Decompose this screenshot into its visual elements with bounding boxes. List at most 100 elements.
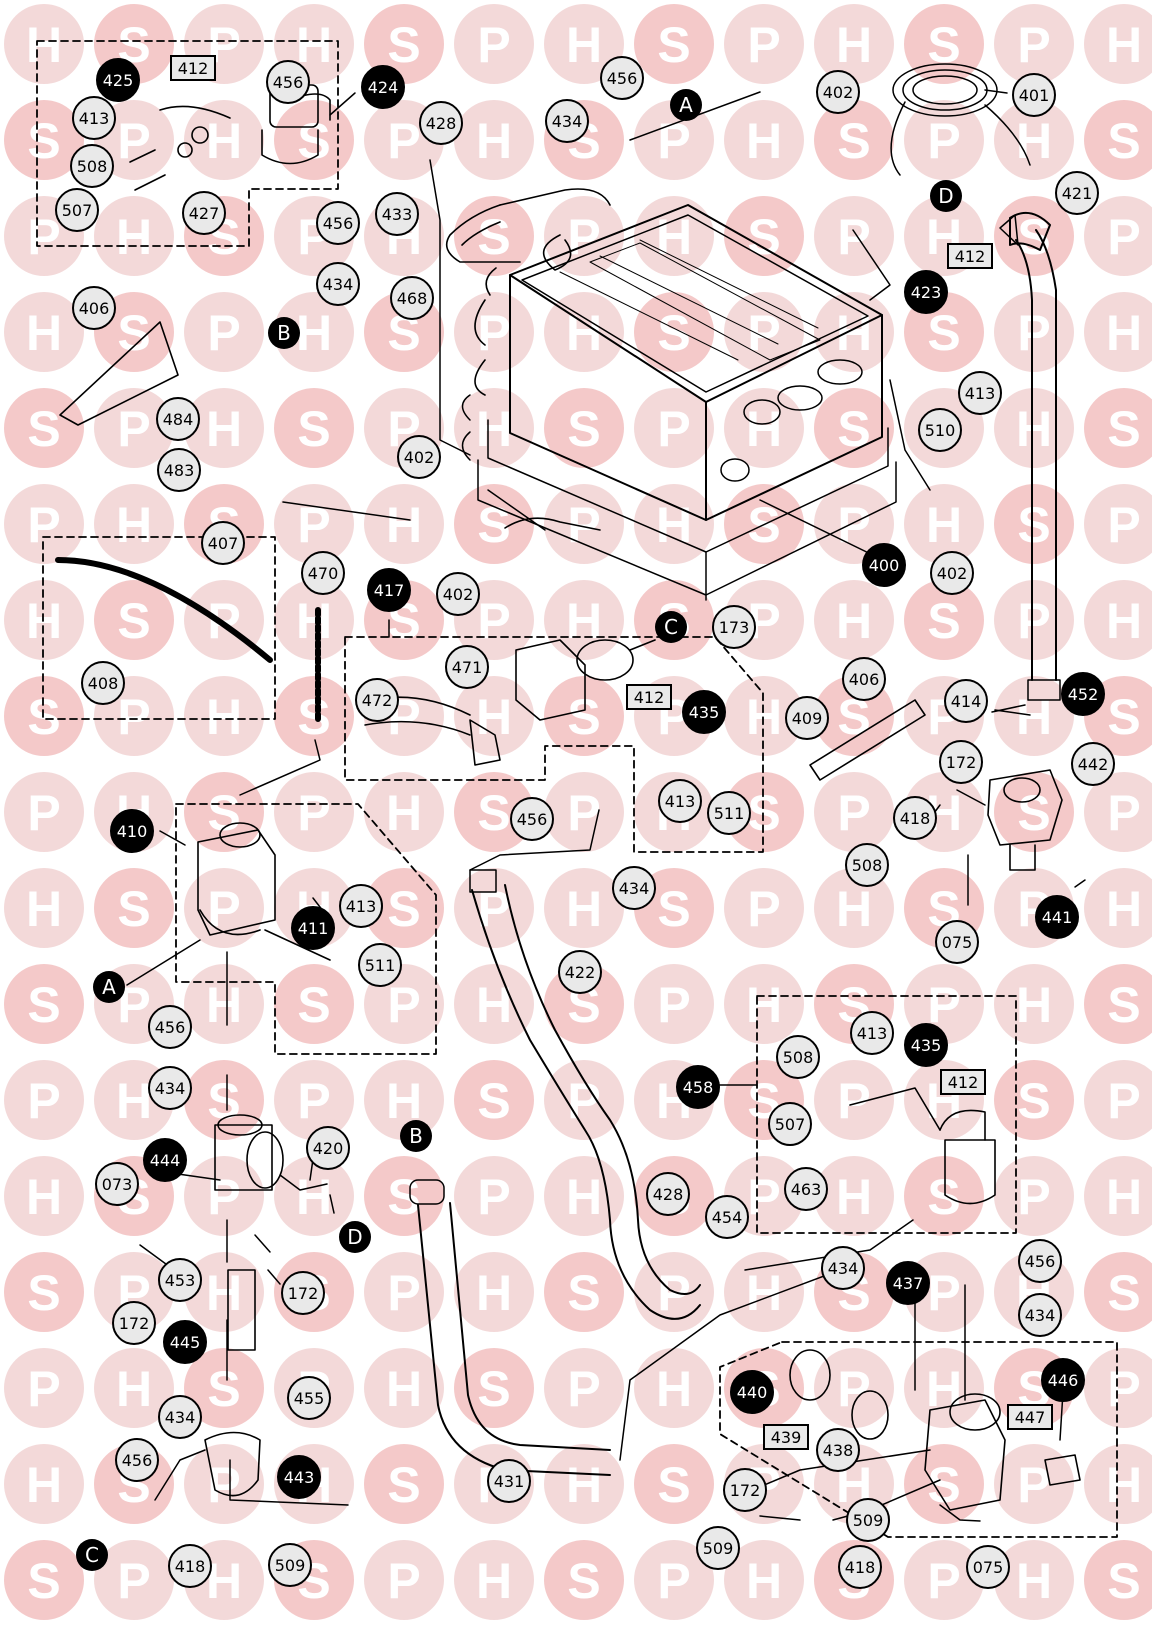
part-label-456[interactable]: 456 (316, 201, 360, 245)
part-label-422[interactable]: 422 (558, 950, 602, 994)
part-label-456[interactable]: 456 (600, 56, 644, 100)
part-label-428[interactable]: 428 (419, 101, 463, 145)
part-label-413[interactable]: 413 (958, 371, 1002, 415)
part-label-075[interactable]: 075 (966, 1545, 1010, 1589)
part-label-418[interactable]: 418 (168, 1544, 212, 1588)
part-label-075[interactable]: 075 (935, 920, 979, 964)
part-label-434[interactable]: 434 (158, 1395, 202, 1439)
part-label-509[interactable]: 509 (696, 1526, 740, 1570)
part-label-172[interactable]: 172 (723, 1468, 767, 1512)
part-label-472[interactable]: 472 (355, 678, 399, 722)
part-label-427[interactable]: 427 (182, 191, 226, 235)
part-label-439[interactable]: 439 (763, 1424, 809, 1450)
part-label-401[interactable]: 401 (1012, 73, 1056, 117)
part-label-428[interactable]: 428 (646, 1172, 690, 1216)
part-label-435[interactable]: 435 (682, 690, 726, 734)
part-label-409[interactable]: 409 (785, 696, 829, 740)
part-label-509[interactable]: 509 (268, 1543, 312, 1587)
part-label-172[interactable]: 172 (939, 740, 983, 784)
part-label-408[interactable]: 408 (81, 661, 125, 705)
part-label-402[interactable]: 402 (436, 572, 480, 616)
part-label-413[interactable]: 413 (658, 779, 702, 823)
part-label-412[interactable]: 412 (170, 55, 216, 81)
part-label-421[interactable]: 421 (1055, 171, 1099, 215)
part-label-407[interactable]: 407 (201, 521, 245, 565)
part-label-445[interactable]: 445 (163, 1320, 207, 1364)
part-label-511[interactable]: 511 (358, 943, 402, 987)
connector-C[interactable]: C (655, 611, 687, 643)
part-label-440[interactable]: 440 (730, 1370, 774, 1414)
part-label-483[interactable]: 483 (157, 448, 201, 492)
part-label-471[interactable]: 471 (445, 645, 489, 689)
part-label-420[interactable]: 420 (306, 1126, 350, 1170)
part-label-410[interactable]: 410 (110, 809, 154, 853)
part-label-509[interactable]: 509 (846, 1498, 890, 1542)
part-label-453[interactable]: 453 (158, 1258, 202, 1302)
part-label-413[interactable]: 413 (72, 96, 116, 140)
part-label-418[interactable]: 418 (893, 796, 937, 840)
part-label-437[interactable]: 437 (886, 1261, 930, 1305)
part-label-458[interactable]: 458 (676, 1065, 720, 1109)
part-label-402[interactable]: 402 (816, 70, 860, 114)
part-label-435[interactable]: 435 (904, 1023, 948, 1067)
part-label-402[interactable]: 402 (930, 551, 974, 595)
part-label-434[interactable]: 434 (316, 262, 360, 306)
part-label-507[interactable]: 507 (768, 1102, 812, 1146)
part-label-172[interactable]: 172 (112, 1301, 156, 1345)
part-label-433[interactable]: 433 (375, 192, 419, 236)
part-label-434[interactable]: 434 (821, 1246, 865, 1290)
part-label-446[interactable]: 446 (1041, 1358, 1085, 1402)
connector-D[interactable]: D (339, 1221, 371, 1253)
part-label-452[interactable]: 452 (1061, 672, 1105, 716)
part-label-406[interactable]: 406 (72, 286, 116, 330)
part-label-484[interactable]: 484 (156, 397, 200, 441)
part-label-431[interactable]: 431 (487, 1459, 531, 1503)
part-label-455[interactable]: 455 (287, 1376, 331, 1420)
connector-D[interactable]: D (930, 180, 962, 212)
connector-C[interactable]: C (76, 1539, 108, 1571)
part-label-507[interactable]: 507 (55, 188, 99, 232)
part-label-172[interactable]: 172 (281, 1271, 325, 1315)
part-label-173[interactable]: 173 (712, 605, 756, 649)
part-label-434[interactable]: 434 (1018, 1293, 1062, 1337)
part-label-442[interactable]: 442 (1071, 742, 1115, 786)
part-label-412[interactable]: 412 (947, 243, 993, 269)
part-label-508[interactable]: 508 (70, 144, 114, 188)
connector-A[interactable]: A (670, 89, 702, 121)
part-label-406[interactable]: 406 (842, 657, 886, 701)
part-label-400[interactable]: 400 (862, 543, 906, 587)
connector-B[interactable]: B (268, 317, 300, 349)
part-label-511[interactable]: 511 (707, 791, 751, 835)
part-label-434[interactable]: 434 (148, 1066, 192, 1110)
part-label-443[interactable]: 443 (277, 1455, 321, 1499)
part-label-468[interactable]: 468 (390, 276, 434, 320)
part-label-447[interactable]: 447 (1007, 1404, 1053, 1430)
part-label-413[interactable]: 413 (850, 1011, 894, 1055)
part-label-456[interactable]: 456 (510, 797, 554, 841)
part-label-463[interactable]: 463 (784, 1167, 828, 1211)
connector-B[interactable]: B (400, 1120, 432, 1152)
part-label-423[interactable]: 423 (904, 270, 948, 314)
part-label-425[interactable]: 425 (96, 58, 140, 102)
part-label-411[interactable]: 411 (291, 906, 335, 950)
part-label-441[interactable]: 441 (1035, 895, 1079, 939)
part-label-417[interactable]: 417 (367, 568, 411, 612)
part-label-456[interactable]: 456 (266, 60, 310, 104)
part-label-434[interactable]: 434 (545, 99, 589, 143)
part-label-424[interactable]: 424 (361, 65, 405, 109)
part-label-508[interactable]: 508 (845, 843, 889, 887)
part-label-418[interactable]: 418 (838, 1545, 882, 1589)
part-label-456[interactable]: 456 (1018, 1239, 1062, 1283)
part-label-434[interactable]: 434 (612, 866, 656, 910)
part-label-444[interactable]: 444 (143, 1138, 187, 1182)
part-label-073[interactable]: 073 (95, 1162, 139, 1206)
part-label-508[interactable]: 508 (776, 1035, 820, 1079)
part-label-412[interactable]: 412 (626, 684, 672, 710)
part-label-412[interactable]: 412 (940, 1069, 986, 1095)
part-label-456[interactable]: 456 (115, 1438, 159, 1482)
part-label-402[interactable]: 402 (397, 435, 441, 479)
part-label-438[interactable]: 438 (816, 1428, 860, 1472)
part-label-470[interactable]: 470 (301, 551, 345, 595)
connector-A[interactable]: A (93, 971, 125, 1003)
part-label-413[interactable]: 413 (339, 884, 383, 928)
